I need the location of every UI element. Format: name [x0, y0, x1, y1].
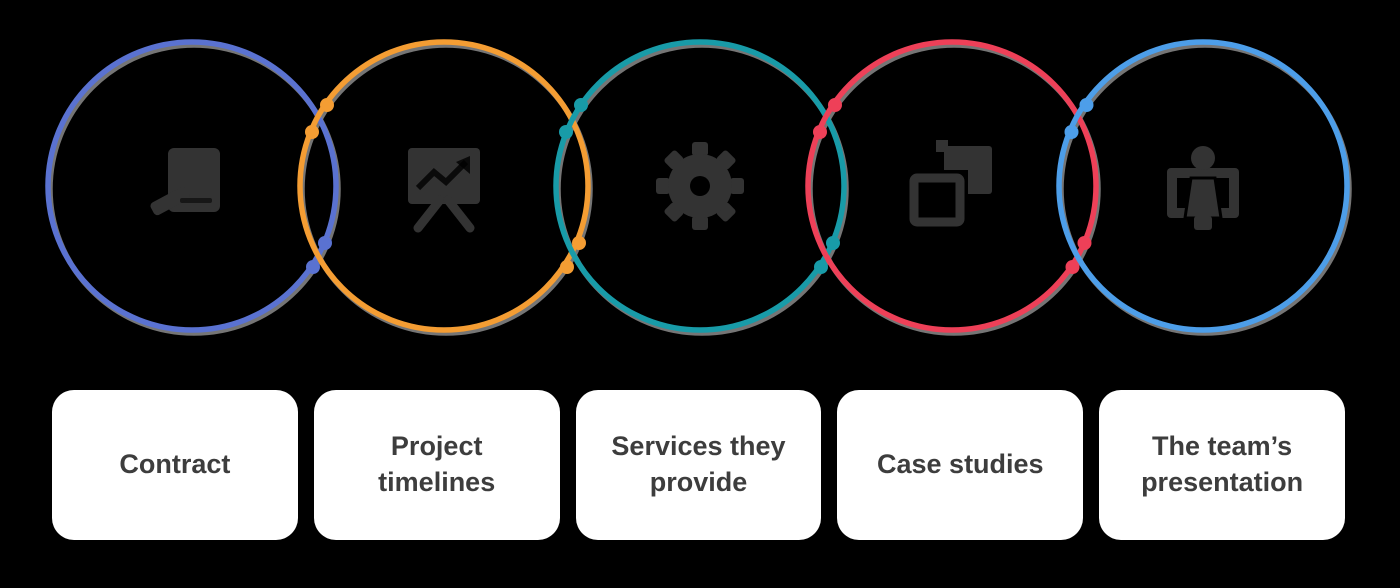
card-label: Services they provide [611, 431, 786, 497]
link-dot [305, 125, 319, 139]
interlinked-rings [45, 39, 1352, 336]
link-dot [306, 260, 320, 274]
card-contract: Contract [52, 390, 298, 540]
link-dot [560, 260, 574, 274]
link-dots [305, 98, 334, 274]
link-dot [1064, 125, 1079, 139]
card-label: Case studies [877, 449, 1044, 480]
gear-hole [690, 176, 710, 196]
link-dots [559, 98, 588, 274]
arrow-head [456, 156, 470, 174]
front-page [909, 173, 965, 227]
page-tab [936, 140, 948, 152]
card-team-presentation: The team’s presentation [1099, 390, 1345, 540]
board-leg [443, 195, 475, 233]
gear-tooth [692, 216, 708, 230]
link-dot [1079, 98, 1094, 112]
ring-services [553, 39, 847, 333]
pen-shape [150, 186, 190, 216]
person-base [1194, 216, 1212, 230]
gear-tooth [730, 178, 744, 194]
link-dots [813, 98, 842, 274]
link-dot [318, 236, 332, 250]
gear-icon [656, 142, 744, 230]
link-dot [1077, 236, 1092, 250]
signature-line [180, 198, 212, 203]
person-head [1191, 146, 1215, 170]
link-dot [574, 98, 588, 112]
chart-board-icon [408, 148, 480, 233]
card-label: The team’s presentation [1141, 431, 1304, 497]
copy-pages-icon [906, 140, 992, 230]
card-services-they-provide: Services they provide [575, 390, 822, 540]
card-label: Contract [119, 449, 231, 480]
link-dot [320, 98, 334, 112]
presenter-icon [1167, 146, 1239, 230]
link-dots [1064, 98, 1094, 274]
gear-tooth [692, 142, 708, 156]
ring-contract [45, 39, 339, 333]
ring-case-studies [805, 39, 1099, 333]
document-pen-icon [150, 148, 220, 216]
card-project-timelines: Project timelines [313, 390, 560, 540]
person-body [1183, 176, 1223, 220]
link-dot [1065, 260, 1080, 274]
label-cards-row: Contract Project timelines Services they… [52, 390, 1345, 540]
ring-project-timelines [297, 39, 591, 333]
board-leg [413, 195, 445, 233]
ring-team-presentation [1056, 39, 1350, 333]
link-dot [813, 125, 827, 139]
link-dot [828, 98, 842, 112]
gear-tooth [656, 178, 670, 194]
link-dot [559, 125, 573, 139]
link-dot [826, 236, 840, 250]
card-label: Project timelines [378, 431, 496, 497]
link-dot [572, 236, 586, 250]
link-dot [814, 260, 828, 274]
card-case-studies: Case studies [837, 390, 1084, 540]
trend-line [415, 159, 469, 191]
